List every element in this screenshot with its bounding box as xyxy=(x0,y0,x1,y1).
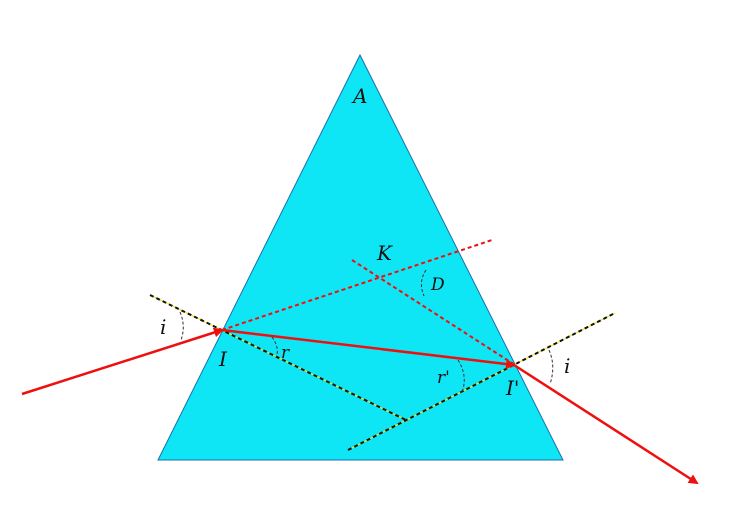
normal-at-entry xyxy=(149,294,409,422)
exit-point-label: I' xyxy=(505,376,519,400)
emergent-ray xyxy=(513,363,699,485)
emergent-angle-label: i xyxy=(564,354,570,378)
refraction-angle-label: r xyxy=(281,343,290,363)
apex-label: A xyxy=(351,84,367,108)
angle-arc-i-prime xyxy=(548,349,554,385)
angle-arc-r-prime xyxy=(457,359,465,393)
angle-arc-r xyxy=(271,336,278,359)
angle-arc-i xyxy=(179,311,184,341)
angle-arc-d xyxy=(420,269,427,297)
entry-point-label: I xyxy=(218,347,228,371)
deviation-label: D xyxy=(430,275,445,295)
incident-ray xyxy=(21,327,224,396)
incident-ray-extension xyxy=(221,239,493,331)
refracted-ray xyxy=(221,328,516,370)
internal-angle-label: r' xyxy=(437,368,450,388)
incident-angle-label: i xyxy=(160,315,166,339)
emergent-ray-extension xyxy=(351,259,516,366)
normal-at-exit xyxy=(347,312,616,451)
intersection-label: K xyxy=(376,241,393,265)
prism xyxy=(157,53,564,461)
